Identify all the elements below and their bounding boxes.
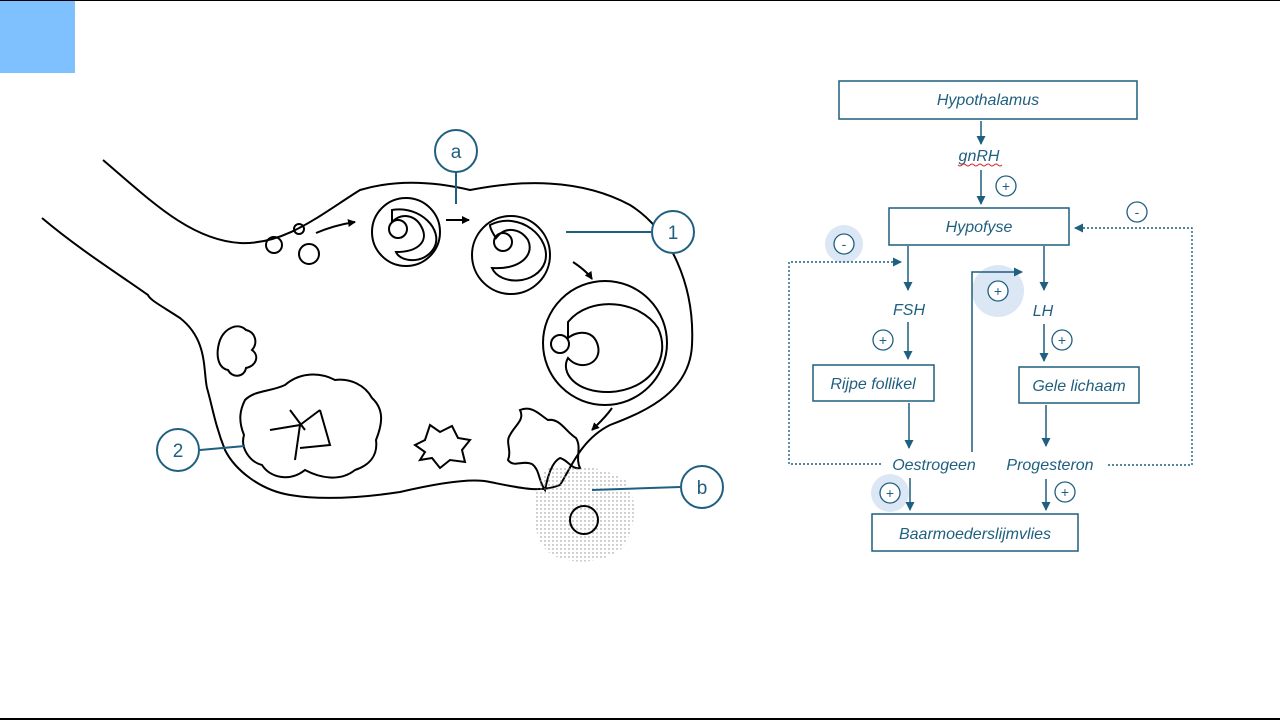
- sign-label: +: [1002, 178, 1010, 194]
- sign-label: -: [842, 236, 847, 252]
- graafian-follicle-inner: [565, 303, 664, 394]
- arrow: [591, 407, 613, 431]
- corpus-albicans: [216, 325, 258, 377]
- released-ovum: [534, 465, 635, 562]
- corpus-luteum-inner: [269, 409, 332, 461]
- progesteron-label: Progesteron: [1006, 457, 1093, 474]
- sign-plus-oestrogeen: +: [879, 482, 901, 504]
- graafian-follicle: [542, 280, 668, 406]
- feedback-arrow: [1074, 223, 1193, 466]
- ruptured-follicle: [506, 407, 582, 493]
- lh-label: LH: [1033, 303, 1054, 320]
- callout-1: 1: [651, 210, 695, 254]
- secondary-oocyte: [493, 232, 513, 252]
- cumulus-cells: [534, 465, 635, 562]
- gele-lichaam-label: Gele lichaam: [1032, 378, 1125, 395]
- ovary-outline: [41, 159, 694, 499]
- sign-minus-right: -: [1126, 201, 1148, 223]
- arrow: [971, 267, 1023, 452]
- graafian-oocyte: [550, 334, 570, 354]
- gnrh-label: gnRH: [959, 148, 1000, 165]
- hypofyse-box: [888, 207, 1070, 246]
- primordial-follicle: [293, 223, 305, 235]
- baarmoederslijmvlies-label: Baarmoederslijmvlies: [899, 526, 1051, 543]
- hormone-flowchart: Hypothalamus gnRH Hypofyse FSH LH Rijpe …: [788, 80, 1193, 552]
- corner-accent-block: [0, 0, 75, 73]
- ovary-drawing: [41, 159, 694, 499]
- sign-minus-left: -: [833, 233, 855, 255]
- feedback-arrow: [788, 257, 902, 465]
- ovum: [569, 505, 599, 535]
- callout-leaders: [199, 168, 681, 491]
- hypothalamus-label: Hypothalamus: [937, 92, 1039, 109]
- rijpe-follikel-label: Rijpe follikel: [830, 376, 916, 393]
- sign-plus-gnrh: +: [995, 175, 1017, 197]
- sign-plus-progesteron: +: [1054, 481, 1076, 503]
- sign-label: +: [886, 485, 894, 501]
- sign-plus-lh-surge: +: [987, 280, 1009, 302]
- sign-plus-lh: +: [1051, 329, 1073, 351]
- atretic-follicle: [413, 423, 472, 470]
- hypofyse-label: Hypofyse: [946, 219, 1013, 236]
- callout-a: a: [434, 129, 478, 173]
- primary-follicle: [371, 197, 441, 267]
- primary-follicle-inner: [391, 208, 438, 262]
- corpus-luteum: [239, 373, 383, 479]
- sign-label: +: [879, 332, 887, 348]
- secondary-follicle: [471, 215, 551, 295]
- callout-2: 2: [156, 428, 200, 472]
- callout-b: b: [680, 465, 724, 509]
- hypothalamus-box: [838, 80, 1138, 120]
- spellcheck-underline: [957, 163, 1003, 167]
- sign-label: +: [1058, 332, 1066, 348]
- callout-b-label: b: [697, 478, 708, 499]
- primordial-follicle: [265, 236, 283, 254]
- baarmoederslijmvlies-box: [871, 513, 1079, 552]
- callout-2-label: 2: [173, 441, 184, 462]
- sign-label: +: [994, 283, 1002, 299]
- gele-lichaam-box: [1018, 366, 1140, 404]
- primary-oocyte: [388, 219, 408, 239]
- arrow: [572, 261, 593, 280]
- sign-label: -: [1135, 204, 1140, 220]
- primordial-follicle: [298, 243, 320, 265]
- sign-plus-fsh: +: [872, 329, 894, 351]
- top-border: [0, 0, 1280, 1]
- callout-a-label: a: [451, 142, 462, 163]
- fsh-label: FSH: [893, 302, 925, 319]
- callout-1-label: 1: [668, 223, 679, 244]
- bottom-border: [0, 718, 1280, 720]
- oestrogeen-label: Oestrogeen: [892, 457, 976, 474]
- sign-label: +: [1061, 484, 1069, 500]
- arrow: [315, 219, 356, 234]
- rijpe-follikel-box: [812, 364, 935, 402]
